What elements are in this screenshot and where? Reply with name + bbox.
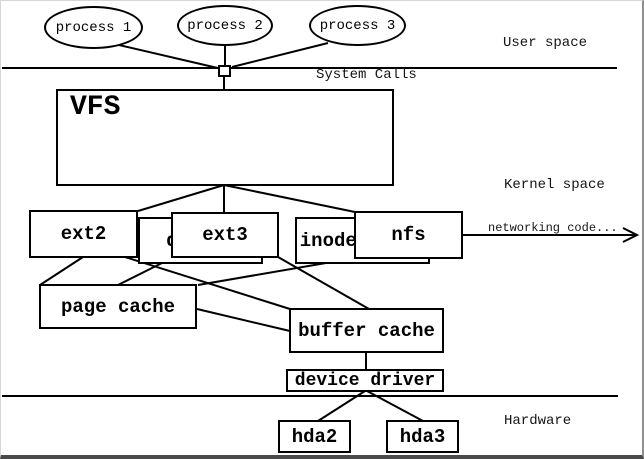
line-devicedriver-hda3 [366,390,424,422]
page-cache-label: page cache [60,295,176,318]
hda2-label: hda2 [291,425,338,448]
nfs-box: nfs [354,211,463,259]
line-process3-syscall [231,42,329,68]
hda3-label: hda3 [399,425,446,448]
line-vfs-ext2 [137,184,225,212]
process-3-ellipse: process 3 [309,5,406,46]
process-2-ellipse: process 2 [177,5,273,46]
line-pagecache-buffercache [196,308,291,332]
buffer-cache-box: buffer cache [289,308,444,353]
process-3-label: process 3 [319,17,396,34]
line-vfs-nfs [223,184,356,213]
ext3-label: ext3 [202,224,248,246]
vfs-title: VFS [70,92,121,123]
line-ext2-pagecache [39,256,84,286]
buffer-cache-label: buffer cache [298,319,435,342]
device-driver-label: device driver [294,370,436,391]
line-devicedriver-hda2 [317,390,366,422]
ext2-box: ext2 [29,210,138,258]
line-ext3-buffercache [277,256,370,310]
hda2-box: hda2 [278,420,351,453]
vfs-box: VFS dcache inode cache [56,89,430,264]
hardware-label: Hardware [504,413,572,429]
process-1-label: process 1 [55,19,132,36]
syscall-entry-square [218,65,231,77]
page-cache-box: page cache [39,284,197,329]
process-1-ellipse: process 1 [44,6,143,49]
networking-code-label: networking code... [488,221,618,235]
nfs-label: nfs [391,224,426,246]
hda3-box: hda3 [386,420,459,453]
user-space-label: User space [503,35,588,51]
kernel-space-label: Kernel space [504,177,605,193]
ext2-label: ext2 [60,223,107,245]
process-2-label: process 2 [187,17,263,34]
networking-arrow-head [622,227,640,243]
ext3-box: ext3 [171,212,279,258]
system-calls-label: System Calls [316,67,417,83]
device-driver-box: device driver [286,369,444,392]
line-process1-syscall [118,44,223,70]
